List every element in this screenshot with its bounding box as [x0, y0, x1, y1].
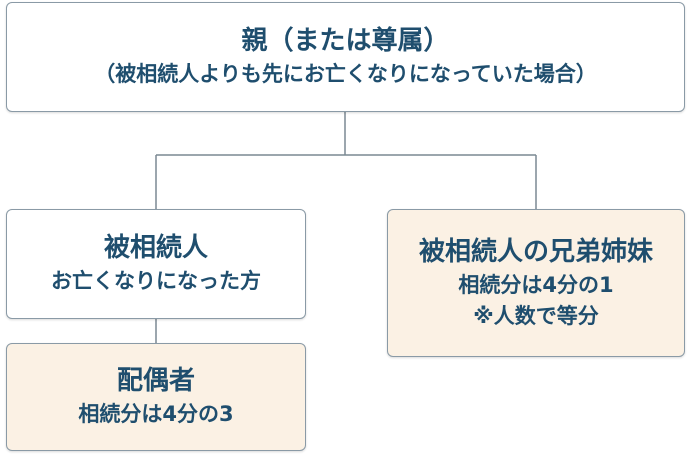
parent-subtitle: （被相続人よりも先にお亡くなりになっていた場合） [94, 62, 597, 87]
siblings-note: ※人数で等分 [473, 303, 599, 328]
deceased-subtitle: お亡くなりになった方 [51, 269, 261, 294]
spouse-title: 配偶者 [116, 366, 195, 397]
spouse-node: 配偶者 相続分は4分の3 [6, 343, 306, 451]
deceased-node: 被相続人 お亡くなりになった方 [6, 209, 306, 319]
deceased-title: 被相続人 [103, 233, 208, 264]
siblings-node: 被相続人の兄弟姉妹 相続分は4分の1 ※人数で等分 [387, 209, 685, 357]
siblings-share: 相続分は4分の1 [458, 273, 614, 298]
parent-node: 親（または尊属） （被相続人よりも先にお亡くなりになっていた場合） [6, 2, 685, 112]
parent-title: 親（または尊属） [241, 26, 450, 57]
spouse-share: 相続分は4分の3 [78, 402, 234, 427]
siblings-title: 被相続人の兄弟姉妹 [418, 237, 653, 268]
